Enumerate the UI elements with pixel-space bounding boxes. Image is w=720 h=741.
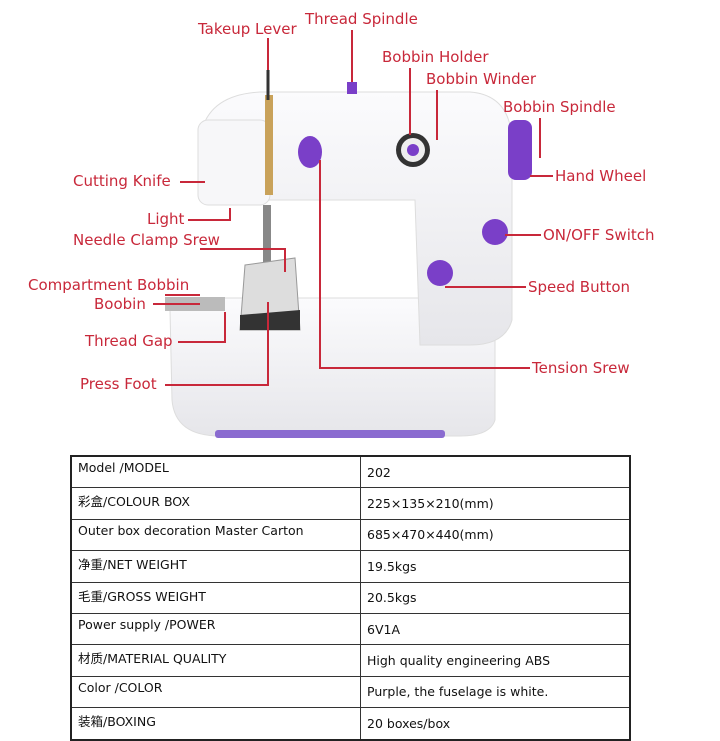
spec-key: Color /COLOR — [70, 675, 361, 709]
spec-key: 装箱/BOXING — [70, 707, 361, 741]
spec-key: Power supply /POWER — [70, 612, 361, 646]
label-light: Light — [147, 210, 185, 228]
label-boobin: Boobin — [94, 295, 146, 313]
label-compartment-bobbin: Compartment Bobbin — [28, 276, 190, 294]
sewing-machine-illustration — [153, 30, 553, 438]
label-hand-wheel: Hand Wheel — [555, 167, 647, 185]
spec-value: Purple, the fuselage is white. — [360, 675, 631, 709]
spec-key: Outer box decoration Master Carton — [70, 518, 361, 552]
label-press-foot: Press Foot — [80, 375, 157, 393]
label-bobbin-winder: Bobbin Winder — [426, 70, 537, 88]
label-takeup-lever: Takeup Lever — [198, 20, 297, 38]
spec-key: Model /MODEL — [70, 455, 361, 489]
spec-key: 毛重/GROSS WEIGHT — [70, 581, 361, 614]
label-thread-gap: Thread Gap — [85, 332, 173, 350]
spec-value: 225×135×210(mm) — [360, 487, 631, 520]
label-on-off-switch: ON/OFF Switch — [543, 226, 655, 244]
spec-value: High quality engineering ABS — [360, 644, 631, 677]
label-cutting-knife: Cutting Knife — [73, 172, 171, 190]
label-bobbin-holder: Bobbin Holder — [382, 48, 489, 66]
label-bobbin-spindle: Bobbin Spindle — [503, 98, 616, 116]
spec-key: 材质/MATERIAL QUALITY — [70, 644, 361, 677]
label-tension-srew: Tension Srew — [532, 359, 630, 377]
label-thread-spindle: Thread Spindle — [305, 10, 418, 28]
spec-value: 6V1A — [360, 612, 631, 646]
spec-value: 20.5kgs — [360, 581, 631, 614]
spec-key: 彩盒/COLOUR BOX — [70, 487, 361, 520]
spec-key: 净重/NET WEIGHT — [70, 550, 361, 583]
spec-value: 20 boxes/box — [360, 707, 631, 741]
spec-value: 19.5kgs — [360, 550, 631, 583]
label-speed-button: Speed Button — [528, 278, 631, 296]
spec-value: 685×470×440(mm) — [360, 518, 631, 552]
leader-lines — [153, 30, 553, 386]
label-needle-clamp-srew: Needle Clamp Srew — [73, 231, 220, 249]
spec-value: 202 — [360, 455, 631, 489]
